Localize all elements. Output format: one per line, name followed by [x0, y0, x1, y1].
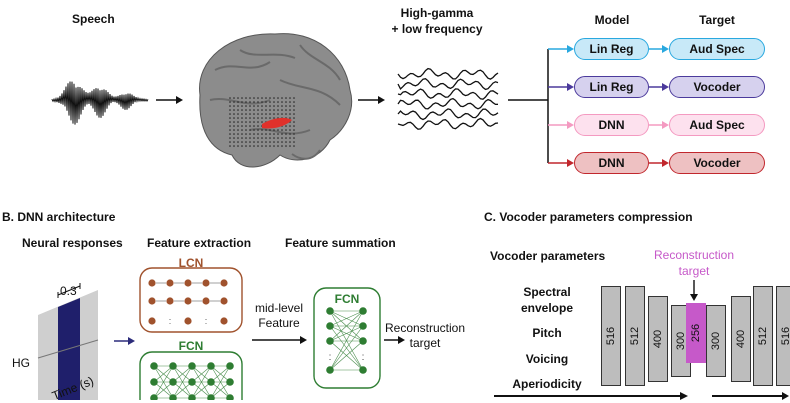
- vocoder-bar-label-5: 300: [710, 331, 722, 351]
- brain-illustration: [199, 33, 353, 168]
- lcn-label: LCN: [178, 256, 204, 270]
- vocoder-bar-label-0: 516: [605, 326, 617, 346]
- arrow-brain-to-signals: [358, 96, 385, 104]
- svg-text::: :: [169, 316, 172, 326]
- model-target-arrowhead-3: [662, 159, 669, 167]
- speech-waveform: [51, 81, 149, 125]
- param-spectral: Spectral: [523, 285, 571, 299]
- vocoder-parameters-label: Vocoder parameters: [490, 249, 606, 263]
- vocoder-bar-label-7: 512: [757, 326, 769, 346]
- feature-summation-label: Feature summation: [285, 236, 396, 250]
- bottom-flow-arrows: [494, 392, 789, 400]
- vocoder-bar-2: 400: [648, 296, 668, 382]
- panel-c-recon-line1: Reconstruction: [653, 248, 735, 262]
- vocoder-bar-7: 512: [753, 286, 773, 386]
- connector-arrowhead-row-0: [567, 45, 574, 53]
- connector-arrowhead-row-1: [567, 83, 574, 91]
- svg-text::: :: [362, 352, 365, 363]
- model-target-arrowhead-2: [662, 121, 669, 129]
- svg-text::: :: [205, 316, 208, 326]
- vocoder-bar-0: 516: [601, 286, 621, 386]
- hg-label: HG: [12, 356, 30, 370]
- model-header: Model: [594, 13, 630, 27]
- vocoder-bar-5: 300: [706, 305, 726, 377]
- neural-response-panel: [37, 283, 99, 400]
- midlevel-label-line2: Feature: [258, 316, 300, 330]
- model-target-arrowhead-1: [662, 83, 669, 91]
- param-aperiodicity: Aperiodicity: [512, 377, 582, 391]
- arrow-to-feature-extraction: [114, 337, 135, 345]
- model-target-arrowhead-0: [662, 45, 669, 53]
- connector-arrowhead-row-3: [567, 159, 574, 167]
- reconstruction-label-line2: target: [409, 336, 441, 350]
- panel-b-title: B. DNN architecture: [2, 210, 116, 224]
- panel-c-recon-line2: target: [678, 264, 710, 278]
- vocoder-bar-label-4: 256: [690, 323, 702, 343]
- param-pitch: Pitch: [532, 326, 562, 340]
- speech-label: Speech: [72, 12, 115, 26]
- signal-label-line1: High-gamma: [400, 6, 474, 20]
- reconstruction-label-line1: Reconstruction: [384, 321, 466, 335]
- target-pill-0: Aud Spec: [669, 38, 765, 60]
- param-envelope: envelope: [520, 301, 574, 315]
- arrow-to-reconstruction: [384, 336, 405, 344]
- model-pill-3: DNN: [574, 152, 649, 174]
- vocoder-bar-6: 400: [731, 296, 751, 382]
- feature-extraction-label: Feature extraction: [147, 236, 252, 250]
- window-size-label: 0.3: [60, 284, 77, 298]
- model-pill-0: Lin Reg: [574, 38, 649, 60]
- target-pill-2: Aud Spec: [669, 114, 765, 136]
- model-pill-1: Lin Reg: [574, 76, 649, 98]
- vocoder-bar-label-8: 516: [780, 326, 790, 346]
- signal-label-line2: + low frequency: [391, 22, 483, 36]
- fcn-extraction-label: FCN: [178, 339, 204, 353]
- arrow-midlevel-feature: [252, 336, 307, 344]
- vocoder-bar-label-6: 400: [735, 329, 747, 349]
- target-pill-1: Vocoder: [669, 76, 765, 98]
- midlevel-label-line1: mid-level: [254, 301, 304, 315]
- vocoder-bar-8: 516: [776, 286, 790, 386]
- vocoder-bar-1: 512: [625, 286, 645, 386]
- vocoder-bar-label-1: 512: [629, 326, 641, 346]
- model-pill-2: DNN: [574, 114, 649, 136]
- model-fanout-connector: [508, 49, 549, 163]
- vocoder-bar-4: 256: [686, 303, 706, 363]
- target-header: Target: [699, 13, 735, 27]
- svg-text::: :: [329, 352, 332, 363]
- panel-c-title: C. Vocoder parameters compression: [484, 210, 693, 224]
- neural-signal-traces: [397, 67, 499, 130]
- connector-arrowhead-row-2: [567, 121, 574, 129]
- vocoder-bar-label-2: 400: [652, 329, 664, 349]
- neural-responses-label: Neural responses: [22, 236, 123, 250]
- target-pill-3: Vocoder: [669, 152, 765, 174]
- fcn-summation-label: FCN: [334, 292, 360, 306]
- arrow-speech-to-brain: [156, 96, 183, 104]
- arrow-to-bottleneck: [690, 280, 698, 301]
- param-voicing: Voicing: [525, 352, 569, 366]
